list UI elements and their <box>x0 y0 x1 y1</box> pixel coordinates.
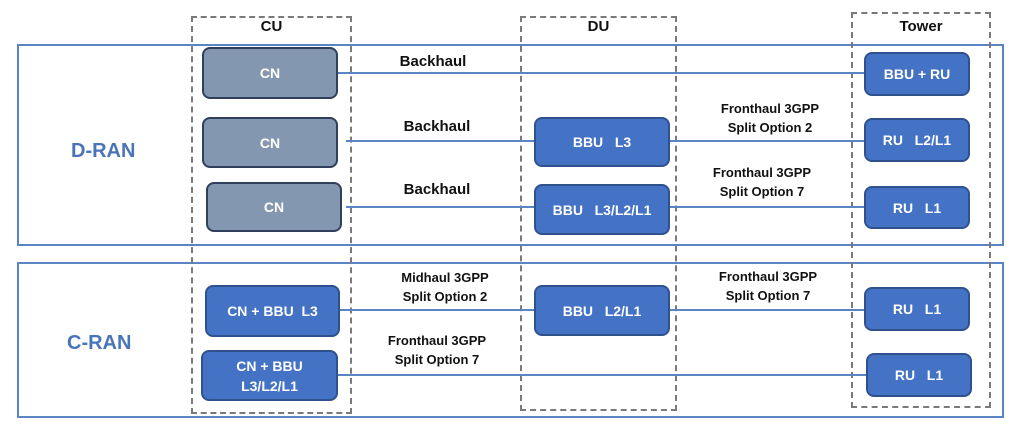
fronthaul-opt2-label: Fronthaul 3GPP Split Option 2 <box>720 101 820 135</box>
cran-label: C-RAN <box>67 332 132 354</box>
bbu-l3-l2-l1-node: BBU L3/L2/L1 <box>534 184 670 235</box>
ru-l1-node-cran-2: RU L1 <box>866 353 972 397</box>
midhaul-opt2-label: Midhaul 3GPP Split Option 2 <box>401 270 489 304</box>
dran-section <box>17 44 1004 246</box>
ru-l2-l1-node: RU L2/L1 <box>864 118 970 162</box>
cu-column-title: CU <box>260 18 283 35</box>
bbu-ru-node: BBU + RU <box>864 52 970 96</box>
cran-section <box>17 262 1004 418</box>
fronthaul-line-cran-opt7 <box>338 374 867 376</box>
fronthaul-opt7-label: Fronthaul 3GPP Split Option 7 <box>712 165 812 199</box>
midhaul-line-opt2 <box>340 309 536 311</box>
backhaul-line-2 <box>346 140 536 142</box>
fronthaul-cran-opt2-label: Fronthaul 3GPP Split Option 7 <box>718 269 818 303</box>
bbu-l2-l1-node: BBU L2/L1 <box>534 285 670 336</box>
cu-column <box>191 16 352 414</box>
du-column-title: DU <box>587 18 610 35</box>
du-column <box>520 16 677 411</box>
cn-bbu-l3-node: CN + BBU L3 <box>205 285 340 337</box>
tower-column-title: Tower <box>899 18 943 35</box>
cn-node-2: CN <box>202 117 338 168</box>
bbu-l3-node: BBU L3 <box>534 117 670 167</box>
fronthaul-line-opt7 <box>668 206 864 208</box>
ru-l1-node-cran-1: RU L1 <box>864 287 970 331</box>
backhaul-line-3 <box>346 206 536 208</box>
cn-bbu-l3-l2-l1-node: CN + BBU L3/L2/L1 <box>201 350 338 401</box>
dran-label: D-RAN <box>71 140 136 162</box>
tower-column <box>851 12 991 408</box>
backhaul-label-2: Backhaul <box>403 118 471 135</box>
backhaul-label-1: Backhaul <box>399 53 467 70</box>
ru-l1-node-dran: RU L1 <box>864 186 970 229</box>
backhaul-label-3: Backhaul <box>403 181 471 198</box>
cn-node-3: CN <box>206 182 342 232</box>
backhaul-line-1 <box>338 72 865 74</box>
fronthaul-cran-opt7-label: Fronthaul 3GPP Split Option 7 <box>387 333 487 367</box>
fronthaul-line-opt2 <box>668 140 864 142</box>
fronthaul-line-cran-opt2 <box>668 309 864 311</box>
cn-node-1: CN <box>202 47 338 99</box>
